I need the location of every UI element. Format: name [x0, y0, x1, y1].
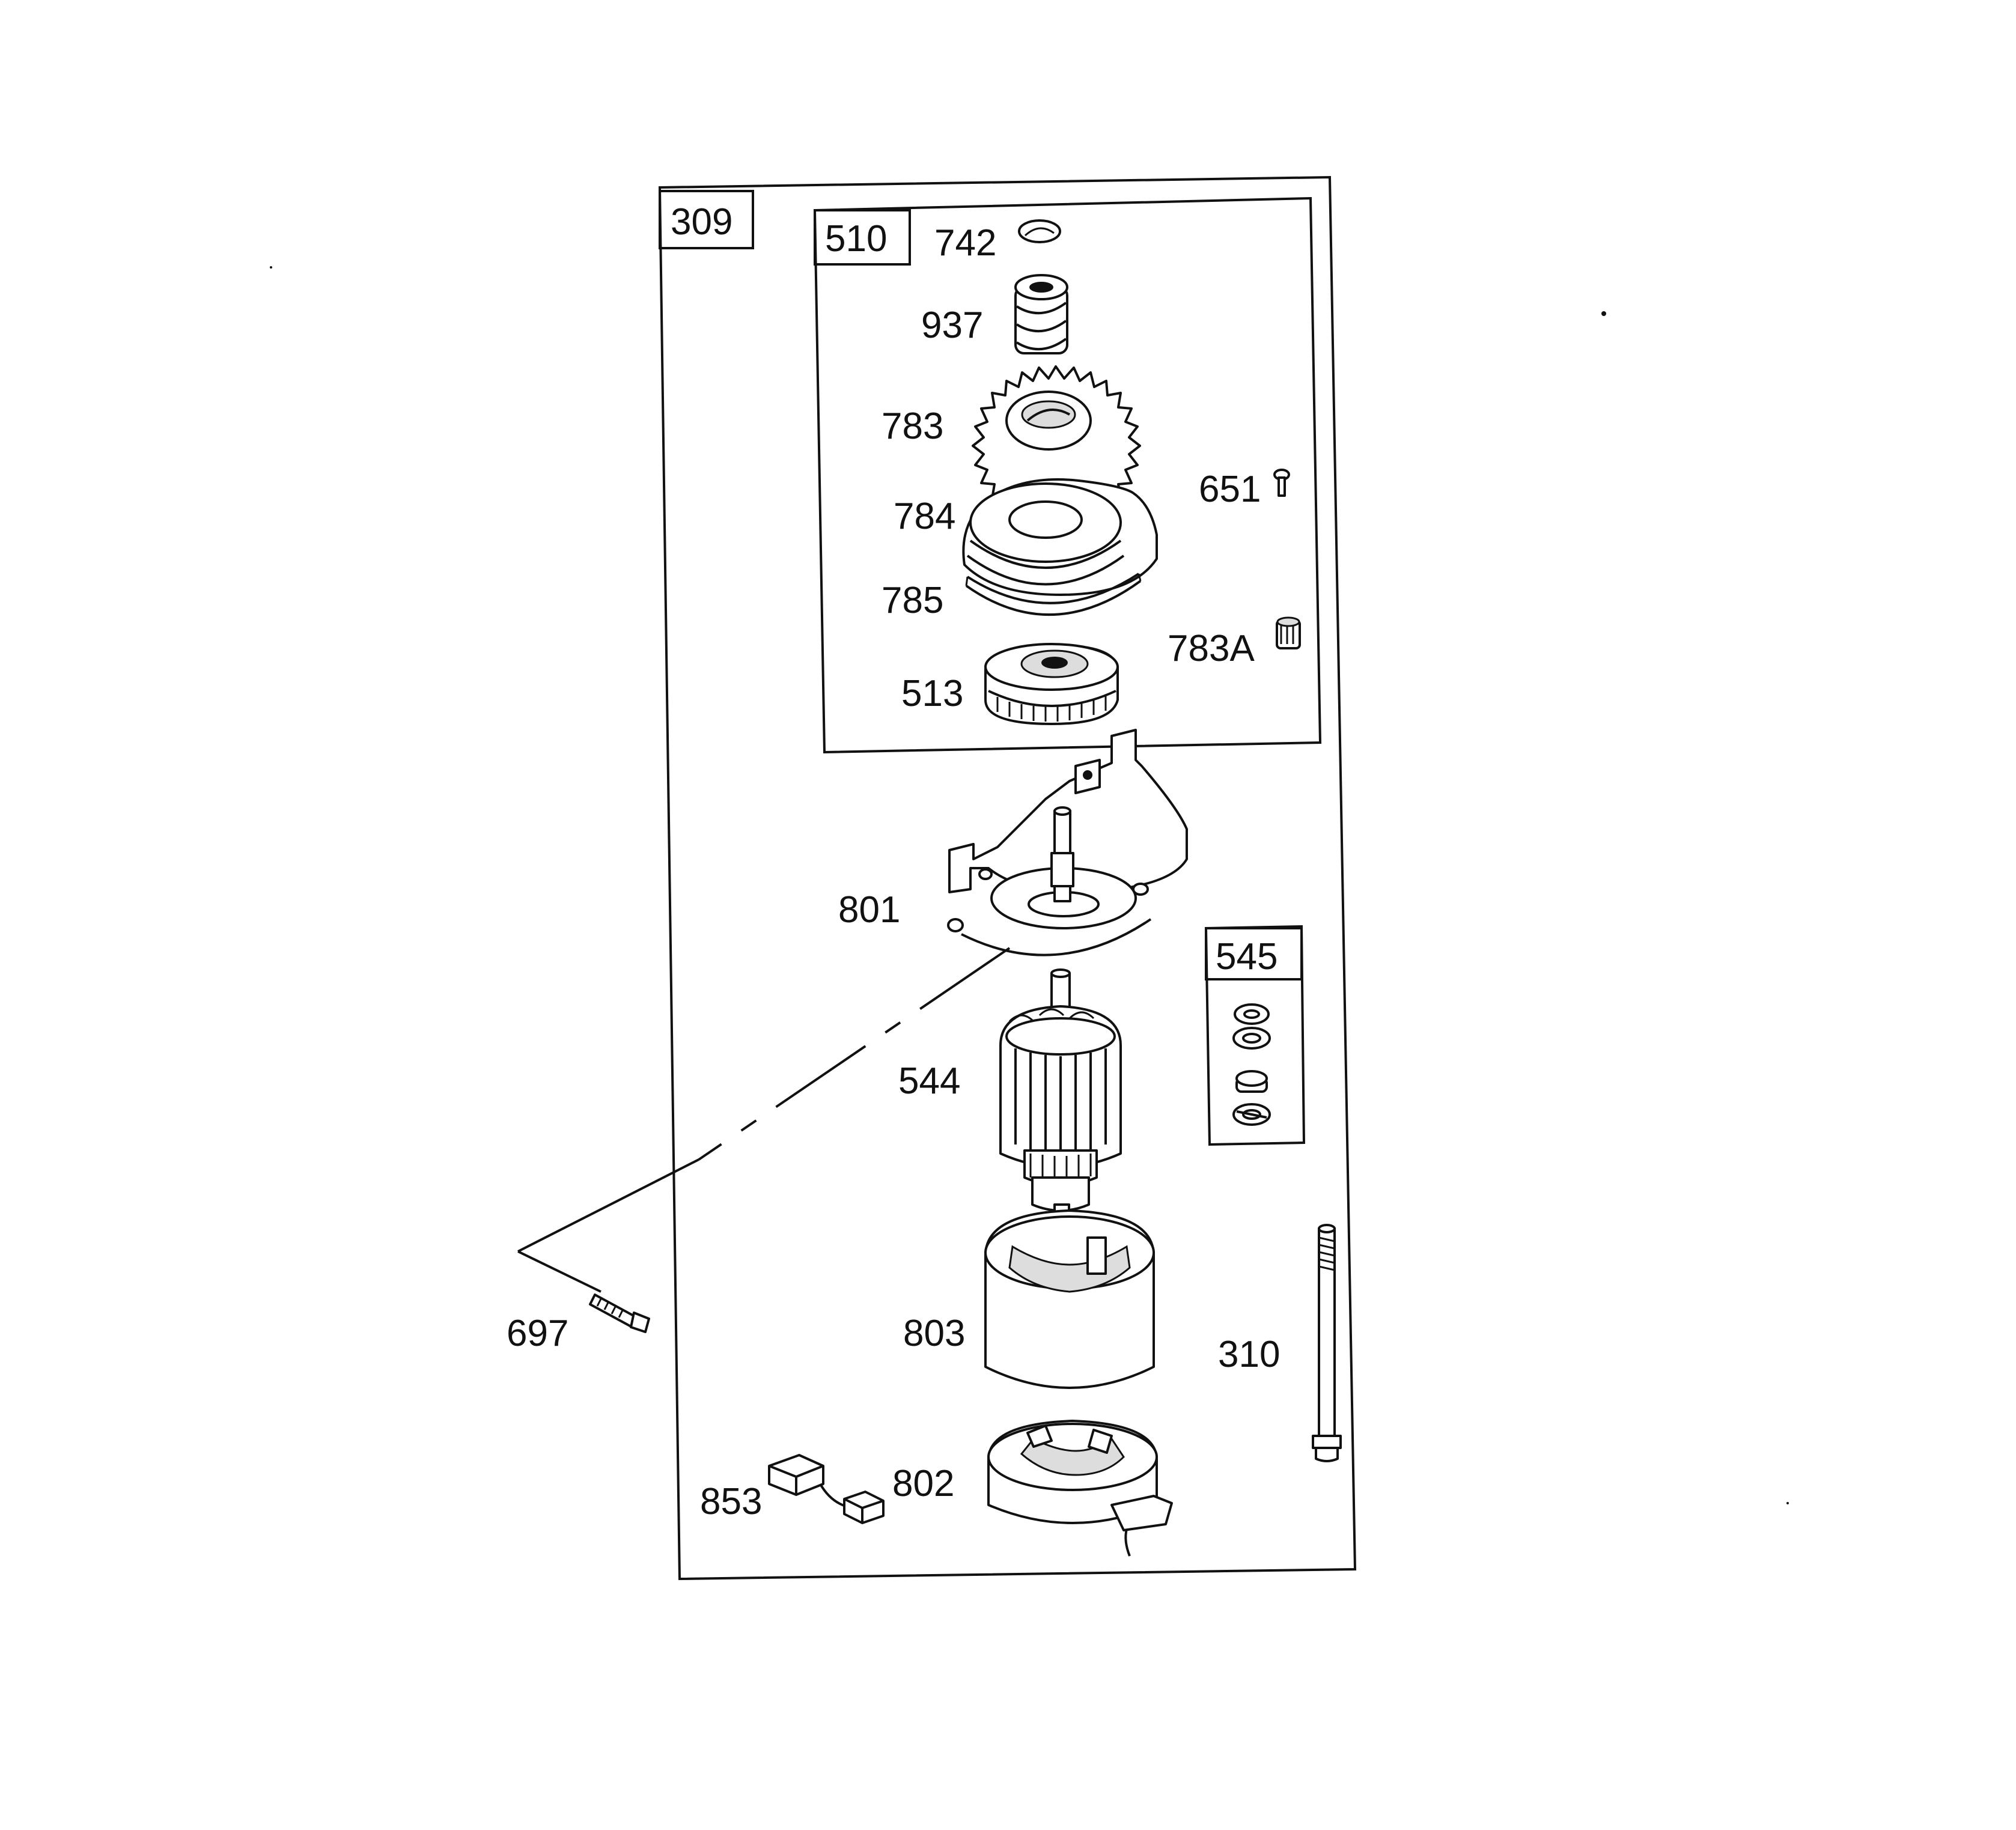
- part-label-697: 697: [507, 1313, 568, 1354]
- clutch-513-icon: [984, 643, 1119, 725]
- speck-dot: [1601, 311, 1606, 316]
- part-label-310: 310: [1218, 1334, 1280, 1375]
- part-label-513: 513: [901, 673, 963, 714]
- clip-742-icon: [1018, 219, 1061, 243]
- group-510-label-box: [814, 209, 911, 266]
- group-309-label: 309: [671, 201, 732, 243]
- group-545-label-box: [1205, 927, 1303, 980]
- part-label-853: 853: [700, 1481, 762, 1522]
- end-cap-801-icon: [947, 729, 1188, 956]
- group-510-label: 510: [825, 218, 887, 260]
- group-510-frame: [813, 196, 1322, 754]
- part-label-803: 803: [903, 1313, 965, 1354]
- gasket-785-icon: [965, 573, 1142, 616]
- bolt-697-icon: [517, 947, 1011, 1333]
- part-label-802: 802: [892, 1463, 954, 1504]
- part-label-783: 783: [882, 406, 943, 447]
- screw-651-icon: [1273, 469, 1290, 497]
- part-label-937: 937: [921, 305, 983, 346]
- spring-937-icon: [1014, 274, 1068, 354]
- part-label-784: 784: [894, 496, 955, 537]
- part-label-783A: 783A: [1168, 628, 1255, 669]
- group-545-label: 545: [1216, 936, 1278, 977]
- part-label-651: 651: [1199, 469, 1261, 510]
- motor-frame-803-icon: [984, 1209, 1155, 1389]
- part-label-544: 544: [898, 1060, 960, 1102]
- speck-dot: [1786, 1502, 1789, 1504]
- washer-kit-545-icon: [1232, 1003, 1271, 1126]
- part-label-742: 742: [934, 222, 996, 264]
- through-bolt-310-icon: [1312, 1224, 1342, 1462]
- group-309-label-box: [659, 190, 754, 249]
- connector-853-icon: [768, 1454, 885, 1524]
- armature-544-icon: [999, 968, 1122, 1233]
- part-label-801: 801: [838, 889, 900, 931]
- nut-783A-icon: [1276, 616, 1301, 649]
- group-309-frame: [658, 175, 1357, 1581]
- housing-784-icon: [962, 478, 1158, 596]
- speck-dot: [270, 266, 272, 269]
- brush-cap-802-icon: [987, 1420, 1173, 1557]
- part-label-785: 785: [882, 580, 943, 621]
